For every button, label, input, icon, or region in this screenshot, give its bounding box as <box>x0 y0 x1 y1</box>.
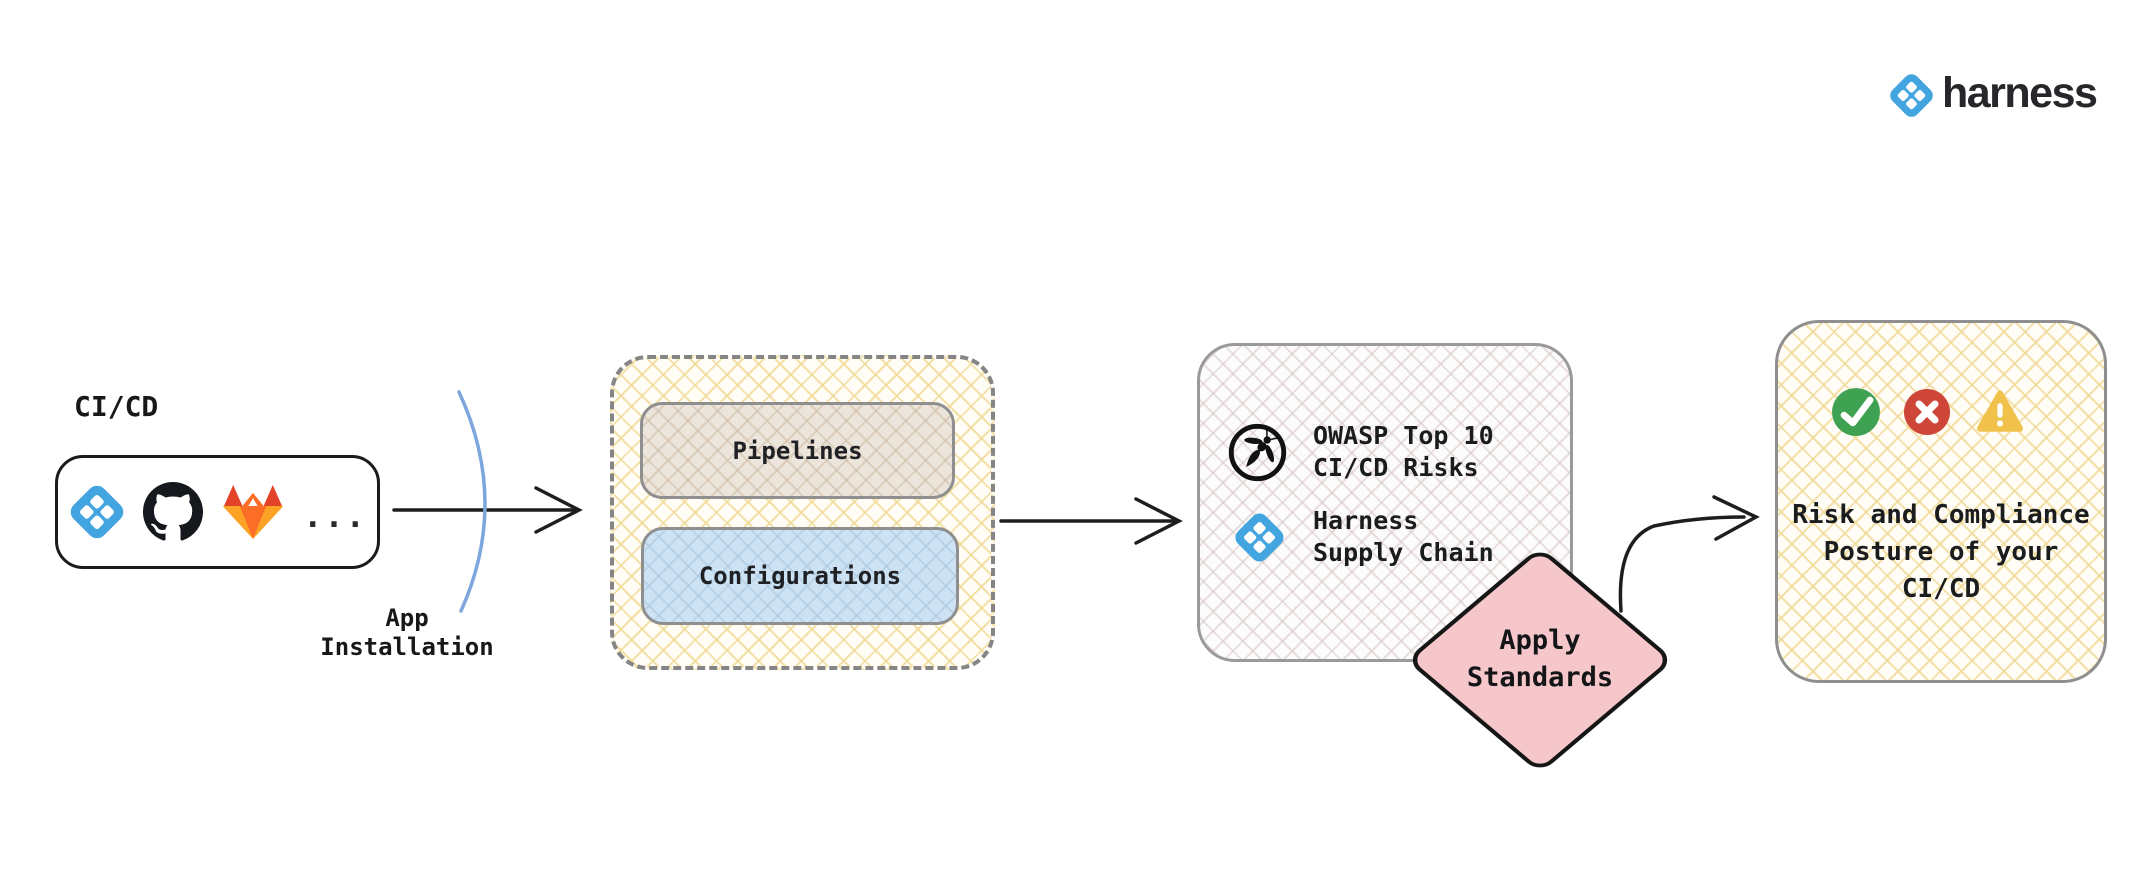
configurations-box: Configurations <box>641 527 959 625</box>
gitlab-icon <box>220 482 286 542</box>
app-installation-curve <box>457 390 487 613</box>
result-caption: Risk and Compliance Posture of your CI/C… <box>1783 497 2099 608</box>
result-box <box>1775 320 2107 683</box>
owasp-line2: CI/CD Risks <box>1313 453 1479 482</box>
arrow-source-to-workspace-head <box>534 486 583 534</box>
app-installation-line2: Installation <box>320 633 494 661</box>
result-status-icons <box>1830 386 2052 438</box>
arrow-workspace-to-standards-head <box>1134 497 1183 545</box>
more-providers-ellipsis: ... <box>303 497 367 535</box>
harness-logo-wordmark: harness <box>1942 69 2098 117</box>
arrow-diamond-to-result <box>1618 515 1746 613</box>
app-installation-line1: App <box>385 604 429 632</box>
apply-standards-line2: Standards <box>1466 662 1614 693</box>
harness-icon <box>68 483 126 541</box>
harness-logo-icon <box>1888 72 1935 119</box>
warning-icon <box>1972 386 2028 438</box>
pipelines-label: Pipelines <box>732 436 863 465</box>
harness-logo: harness <box>1888 69 2098 119</box>
owasp-line1: OWASP Top 10 <box>1313 421 1494 450</box>
owasp-row: OWASP Top 10 CI/CD Risks <box>1227 420 1494 484</box>
result-line1: Risk and Compliance <box>1792 500 2090 530</box>
pipelines-box: Pipelines <box>640 402 955 499</box>
github-icon <box>143 482 203 542</box>
configurations-label: Configurations <box>698 562 902 590</box>
apply-standards-line1: Apply <box>1499 625 1581 656</box>
result-line3: CI/CD <box>1901 574 1981 604</box>
owasp-text: OWASP Top 10 CI/CD Risks <box>1313 420 1494 484</box>
harness-supply-chain-row: Harness Supply Chain <box>1233 505 1494 569</box>
cross-icon <box>1902 387 1952 437</box>
supply-chain-line1: Harness <box>1313 506 1419 535</box>
apply-standards-label: Apply Standards <box>1438 622 1642 696</box>
check-icon <box>1830 386 1882 438</box>
standards-box <box>1197 343 1573 662</box>
cicd-group-title: CI/CD <box>74 390 159 423</box>
arrow-diamond-to-result-head <box>1712 495 1760 541</box>
harness-icon <box>1233 511 1286 564</box>
result-line2: Posture of your <box>1823 537 2059 567</box>
cicd-providers-box: ... <box>55 455 380 569</box>
owasp-icon <box>1227 422 1288 483</box>
supply-chain-line2: Supply Chain <box>1313 538 1494 567</box>
supply-chain-text: Harness Supply Chain <box>1313 505 1494 569</box>
app-installation-label: App Installation <box>287 604 527 662</box>
